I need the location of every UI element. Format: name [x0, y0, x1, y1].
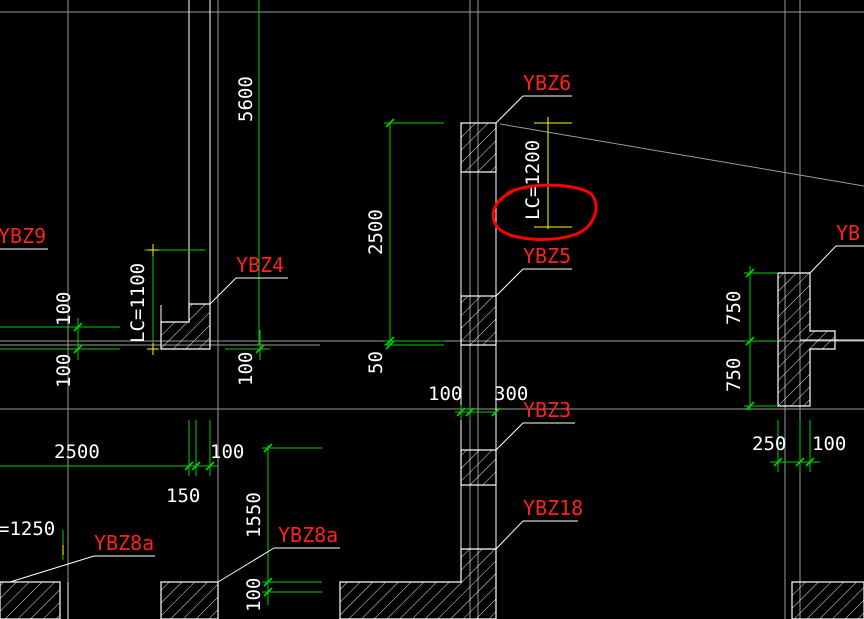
- dim-lc-1100: LC=1100: [127, 263, 149, 343]
- column-ybz8a-right: [160, 581, 219, 619]
- dim-750-lower: 750: [723, 358, 745, 392]
- dim-1550: 1550: [243, 492, 265, 538]
- dim-100-left-lower: 100: [53, 354, 75, 388]
- dim-750-upper: 750: [723, 291, 745, 325]
- label-ybz5[interactable]: YBZ5: [523, 244, 571, 268]
- dim-2500-horizontal: 2500: [54, 441, 100, 463]
- dim-100-ybz4: 100: [235, 352, 257, 386]
- label-ybz4[interactable]: YBZ4: [236, 253, 284, 277]
- dim-250: 250: [752, 433, 786, 455]
- leader-lines: [0, 95, 864, 583]
- label-ybz-right-cut[interactable]: YB: [836, 221, 860, 245]
- label-ybz18[interactable]: YBZ18: [523, 496, 583, 520]
- dim-100-left-upper: 100: [53, 292, 75, 326]
- column-ybz8a-left: [0, 581, 61, 619]
- dim-2500-vertical: 2500: [365, 209, 387, 255]
- dim-5600: 5600: [235, 76, 257, 122]
- label-ybz3[interactable]: YBZ3: [523, 398, 571, 422]
- column-right: [777, 272, 836, 407]
- dim-100-mid: 100: [210, 441, 244, 463]
- label-ybz8a-left[interactable]: YBZ8a: [94, 531, 154, 555]
- column-ybz18: [339, 548, 497, 619]
- dim-100-ybz5: 100: [428, 383, 462, 405]
- lc-markers: [62, 117, 572, 555]
- dim-50: 50: [365, 351, 387, 374]
- dimension-lines: [0, 0, 820, 605]
- label-ybz6[interactable]: YBZ6: [523, 71, 571, 95]
- label-ybz8a-right[interactable]: YBZ8a: [278, 523, 338, 547]
- column-far-right: [791, 581, 864, 619]
- column-ybz4: [160, 303, 211, 350]
- dim-lc-1200: LC=1200: [522, 140, 544, 220]
- column-ybz6: [460, 122, 497, 173]
- dim-100-bottom: 100: [243, 578, 265, 612]
- column-ybz5: [460, 295, 497, 346]
- dim-150: 150: [166, 485, 200, 507]
- dim-100-right: 100: [812, 433, 846, 455]
- columns: [0, 122, 864, 619]
- dim-lc-1250: =1250: [0, 518, 55, 540]
- column-ybz3: [460, 449, 497, 486]
- dim-300: 300: [494, 383, 528, 405]
- highlight-circle: [491, 183, 598, 241]
- dimension-ticks: [73, 118, 815, 597]
- label-ybz9[interactable]: YBZ9: [0, 224, 46, 248]
